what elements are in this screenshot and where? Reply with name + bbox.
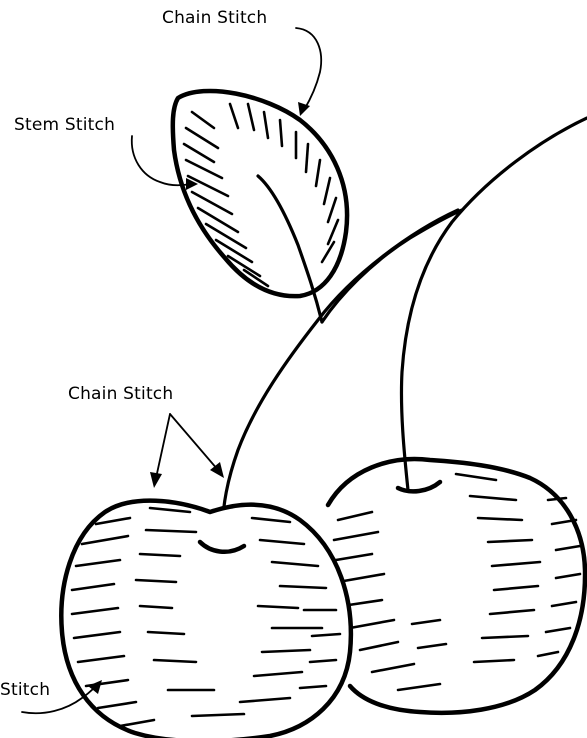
label-stem-stitch: Stem Stitch bbox=[14, 115, 115, 135]
chain-stitch-mid-arrow-right bbox=[170, 414, 218, 470]
chain-stitch-mid-arrowhead-left bbox=[150, 472, 162, 488]
left-cherry bbox=[61, 501, 351, 738]
label-chain-stitch-top: Chain Stitch bbox=[162, 8, 267, 28]
label-stitch-bottom: Stitch bbox=[0, 680, 50, 700]
chain-stitch-mid-arrow-left bbox=[156, 414, 170, 478]
right-cherry-outline bbox=[328, 459, 585, 713]
right-cherry-hatching bbox=[334, 474, 580, 690]
right-cherry-stem-socket bbox=[398, 482, 440, 491]
stem-right-cherry bbox=[401, 118, 587, 490]
label-chain-stitch-middle: Chain Stitch bbox=[68, 384, 173, 404]
leaf-outline bbox=[173, 91, 347, 296]
left-cherry-fill bbox=[61, 501, 351, 738]
leaf bbox=[173, 91, 347, 322]
right-cherry bbox=[328, 459, 585, 713]
cherry-stems bbox=[222, 118, 587, 538]
stem-branch-upper bbox=[322, 210, 462, 322]
leaf-midrib bbox=[258, 176, 322, 322]
chain-stitch-top-arrow bbox=[296, 28, 321, 110]
